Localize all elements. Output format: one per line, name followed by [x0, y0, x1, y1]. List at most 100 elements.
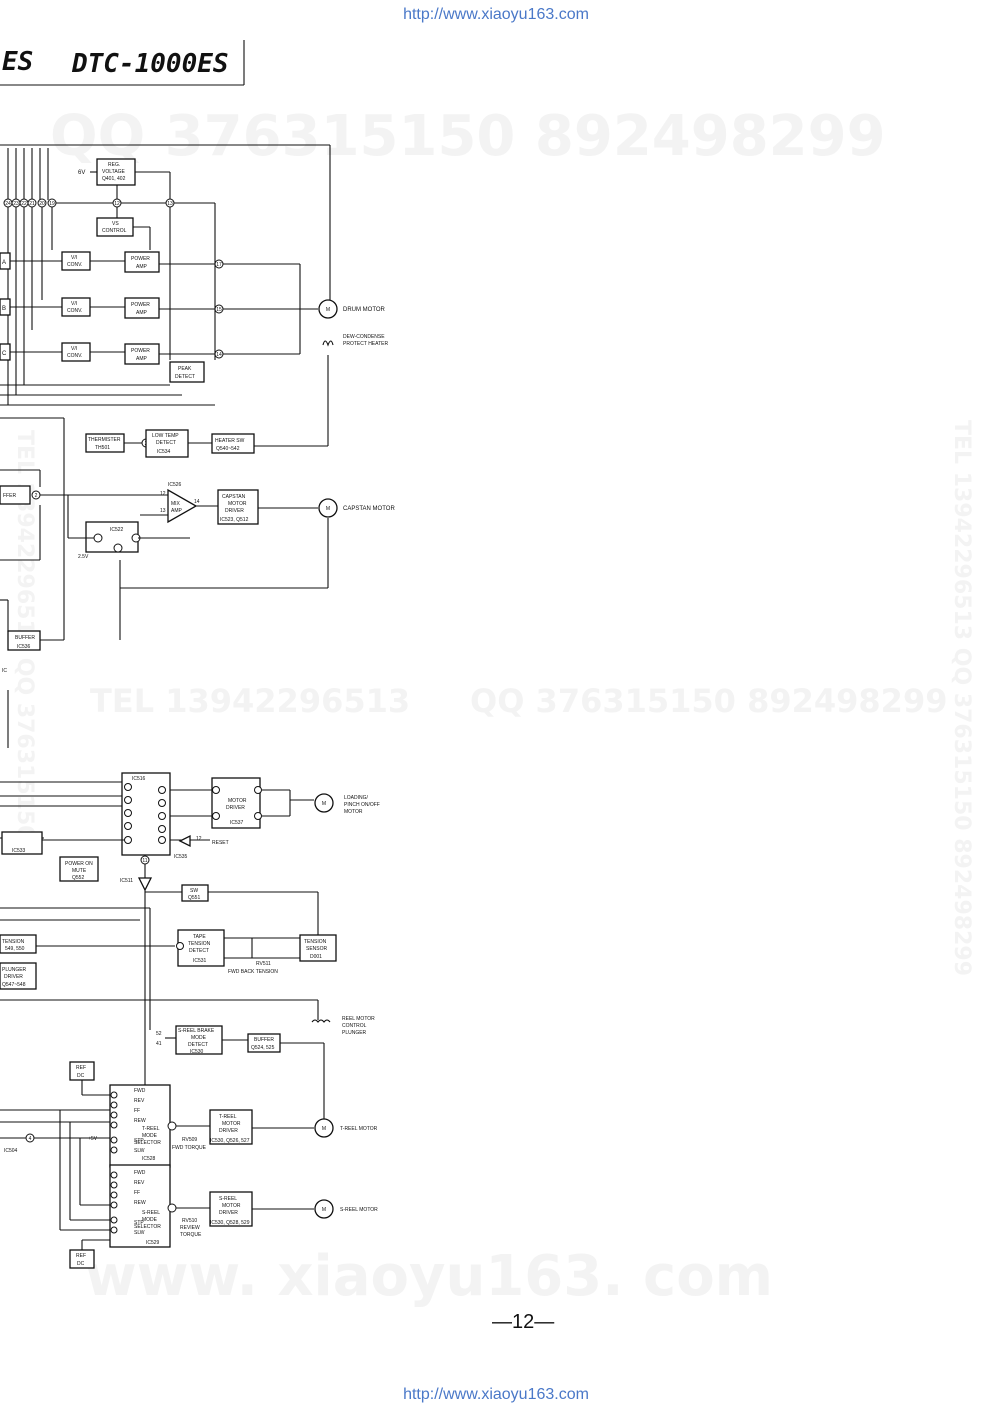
- svg-text:52: 52: [156, 1031, 162, 1037]
- svg-text:SELECTOR: SELECTOR: [134, 1224, 161, 1230]
- svg-text:DRIVER: DRIVER: [226, 805, 245, 811]
- bottom-url[interactable]: http://www.xiaoyu163.com: [403, 1386, 589, 1403]
- svg-text:17: 17: [216, 262, 222, 268]
- svg-text:IC526: IC526: [168, 482, 182, 488]
- svg-text:CONV.: CONV.: [67, 353, 82, 359]
- svg-text:23: 23: [13, 201, 19, 207]
- svg-text:AMP: AMP: [136, 264, 148, 270]
- svg-text:IC531: IC531: [193, 958, 207, 964]
- svg-text:DRIVER: DRIVER: [219, 1210, 238, 1216]
- svg-text:12: 12: [196, 836, 202, 842]
- svg-text:TENSION: TENSION: [188, 941, 211, 947]
- s-reel-motor-label: S-REEL MOTOR: [340, 1207, 378, 1213]
- power-on-mute-block: [59, 856, 99, 882]
- svg-text:IC511: IC511: [120, 878, 133, 884]
- t-reel-motor-icon: [314, 1118, 334, 1138]
- svg-text:2.5V: 2.5V: [78, 554, 89, 560]
- title-fragment-model: DTC-1000ES: [71, 49, 229, 79]
- svg-text:MOTOR: MOTOR: [222, 1203, 241, 1209]
- svg-text:DRIVER: DRIVER: [219, 1128, 238, 1134]
- svg-text:IC: IC: [2, 668, 7, 674]
- svg-text:15: 15: [216, 307, 222, 313]
- svg-text:24: 24: [5, 201, 11, 207]
- svg-text:S-REEL BRAKE: S-REEL BRAKE: [178, 1028, 215, 1034]
- svg-text:MODE: MODE: [142, 1133, 158, 1139]
- svg-text:CONTROL: CONTROL: [342, 1023, 367, 1029]
- reg-voltage-block: [96, 158, 136, 186]
- capstan-driver-block: [217, 489, 259, 525]
- watermark-vertical-right: TEL 13942296513 QQ 376315150 892498299: [949, 420, 974, 976]
- svg-text:Q552: Q552: [72, 875, 84, 881]
- svg-text:REV: REV: [134, 1098, 145, 1104]
- svg-text:V/I: V/I: [71, 255, 77, 261]
- svg-text:FWD BACK TENSION: FWD BACK TENSION: [228, 969, 278, 975]
- svg-text:IC522: IC522: [110, 527, 124, 533]
- svg-text:IC536: IC536: [17, 644, 31, 650]
- svg-text:CAPSTAN: CAPSTAN: [222, 494, 246, 500]
- drum-motor-icon: [318, 299, 338, 319]
- svg-text:CONTROL: CONTROL: [102, 228, 127, 234]
- svg-text:Q401, 402: Q401, 402: [102, 176, 126, 182]
- drum-section: 24 23 22 21 20 19 6V REG. VOLTAGE Q401, …: [0, 144, 388, 446]
- svg-text:TENSION: TENSION: [2, 939, 25, 945]
- svg-text:A: A: [2, 260, 6, 266]
- svg-text:RV509: RV509: [182, 1137, 197, 1143]
- capstan-motor-label: CAPSTAN MOTOR: [343, 506, 395, 512]
- plunger-coil-icon: [311, 1019, 331, 1023]
- watermark-qq-mid: QQ 376315150 892498299: [470, 682, 947, 720]
- svg-text:TAPE: TAPE: [193, 934, 206, 940]
- svg-text:IC530: IC530: [190, 1049, 204, 1055]
- svg-text:IC530, Q528, 529: IC530, Q528, 529: [210, 1220, 250, 1226]
- svg-text:2: 2: [35, 493, 38, 499]
- svg-text:STP: STP: [134, 1220, 144, 1226]
- svg-text:SENSOR: SENSOR: [306, 946, 328, 952]
- svg-text:THERMISTER: THERMISTER: [88, 437, 121, 443]
- t-reel-driver-block: [209, 1109, 253, 1145]
- svg-text:IC529: IC529: [146, 1240, 160, 1246]
- svg-text:DRIVER: DRIVER: [225, 508, 244, 514]
- watermark-site-bottom: www. xiaoyu163. com: [85, 1244, 773, 1309]
- svg-text:CONV.: CONV.: [67, 308, 82, 314]
- svg-text:M: M: [326, 307, 330, 313]
- svg-text:S-REEL: S-REEL: [219, 1196, 237, 1202]
- svg-text:REW: REW: [134, 1118, 146, 1124]
- svg-text:6V: 6V: [78, 170, 85, 176]
- t-reel-motor-label: T-REEL MOTOR: [340, 1126, 378, 1132]
- svg-text:IC533: IC533: [12, 848, 26, 854]
- s-reel-motor-icon: [314, 1199, 334, 1219]
- svg-text:T-REEL: T-REEL: [219, 1114, 237, 1120]
- svg-text:M: M: [322, 1207, 326, 1213]
- svg-text:FWD: FWD: [134, 1170, 146, 1176]
- svg-text:13: 13: [167, 201, 173, 207]
- svg-text:20: 20: [39, 201, 45, 207]
- svg-text:TORQUE: TORQUE: [180, 1232, 202, 1238]
- svg-text:POWER: POWER: [131, 256, 150, 262]
- svg-text:14: 14: [194, 499, 200, 505]
- svg-text:T-REEL: T-REEL: [142, 1126, 160, 1132]
- svg-text:CONV.: CONV.: [67, 262, 82, 268]
- drum-motor-label: DRUM MOTOR: [343, 307, 386, 313]
- svg-text:IC504: IC504: [4, 1148, 18, 1154]
- motor-driver-ic537: [211, 777, 261, 829]
- svg-text:DETECT: DETECT: [188, 1042, 208, 1048]
- loading-motor-icon: [314, 793, 334, 813]
- svg-text:IC530, Q526, 527: IC530, Q526, 527: [210, 1138, 250, 1144]
- title-fragment-left: ES: [2, 47, 33, 77]
- s-reel-brake-detect-block: [175, 1025, 223, 1055]
- svg-text:13: 13: [160, 508, 166, 514]
- svg-text:POWER: POWER: [131, 348, 150, 354]
- svg-text:11: 11: [142, 858, 147, 864]
- svg-text:MOTOR: MOTOR: [222, 1121, 241, 1127]
- svg-text:MUTE: MUTE: [72, 868, 87, 874]
- svg-text:IC535: IC535: [174, 854, 188, 860]
- reel-plunger-label: REEL MOTOR: [342, 1016, 375, 1022]
- svg-text:DC: DC: [77, 1073, 85, 1079]
- top-url[interactable]: http://www.xiaoyu163.com: [403, 6, 589, 23]
- power-amp-a: [124, 251, 160, 273]
- svg-text:M: M: [326, 506, 330, 512]
- svg-text:MODE: MODE: [142, 1217, 158, 1223]
- svg-text:12: 12: [114, 201, 120, 207]
- svg-text:M: M: [322, 1126, 326, 1132]
- svg-text:IC516: IC516: [132, 776, 146, 782]
